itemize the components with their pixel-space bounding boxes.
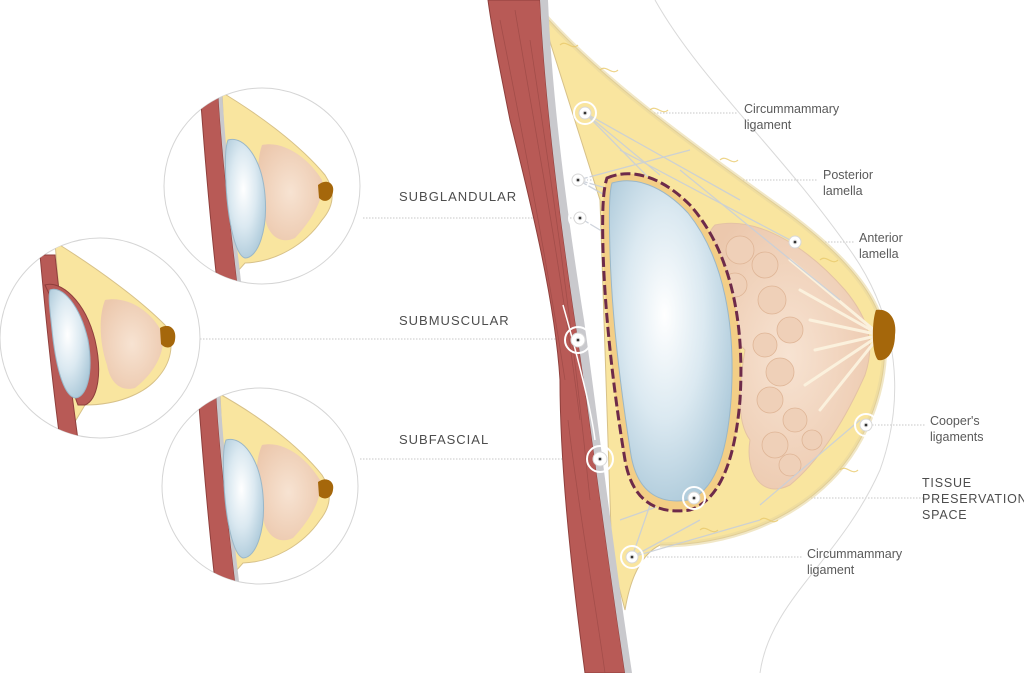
inset-subfascial bbox=[161, 387, 359, 585]
marker-tissue-preservation bbox=[682, 486, 706, 510]
marker-posterior-lamella bbox=[566, 168, 590, 192]
label-line: SPACE bbox=[922, 508, 968, 522]
label-line: Cooper's bbox=[930, 414, 980, 428]
marker-anterior-lamella bbox=[788, 235, 802, 249]
label-line: lamella bbox=[823, 184, 863, 198]
label-coopers-ligaments: Cooper's ligaments bbox=[930, 413, 984, 445]
label-submuscular: SUBMUSCULAR bbox=[399, 313, 510, 328]
nipple bbox=[872, 309, 896, 361]
label-line: ligaments bbox=[930, 430, 984, 444]
label-subfascial: SUBFASCIAL bbox=[399, 432, 490, 447]
label-circummammary-ligament-bottom: Circummammary ligament bbox=[807, 546, 902, 578]
main-cross-section bbox=[487, 0, 896, 673]
label-line: ligament bbox=[807, 563, 855, 577]
label-subglandular: SUBGLANDULAR bbox=[399, 189, 518, 204]
label-line: Circummammary bbox=[807, 547, 903, 561]
marker-coopers bbox=[854, 413, 878, 437]
marker-circummammary-top bbox=[573, 101, 597, 125]
label-anterior-lamella: Anterior lamella bbox=[859, 230, 903, 262]
label-posterior-lamella: Posterior lamella bbox=[823, 167, 873, 199]
inset-subglandular bbox=[163, 87, 361, 285]
label-line: ligament bbox=[744, 118, 792, 132]
label-line: TISSUE bbox=[922, 476, 972, 490]
label-line: lamella bbox=[859, 247, 899, 261]
marker-subfascial bbox=[586, 445, 614, 473]
label-line: Circummammary bbox=[744, 102, 840, 116]
label-tissue-preservation-space: TISSUE PRESERVATION SPACE bbox=[922, 475, 1024, 523]
marker-submuscular bbox=[564, 326, 592, 354]
label-circummammary-ligament-top: Circummammary ligament bbox=[744, 101, 839, 133]
label-line: Anterior bbox=[859, 231, 903, 245]
marker-subglandular bbox=[568, 206, 592, 230]
inset-submuscular bbox=[0, 237, 201, 439]
marker-circummammary-bottom bbox=[620, 545, 644, 569]
label-line: Posterior bbox=[823, 168, 874, 182]
label-line: PRESERVATION bbox=[922, 492, 1024, 506]
marker-points bbox=[564, 101, 878, 569]
